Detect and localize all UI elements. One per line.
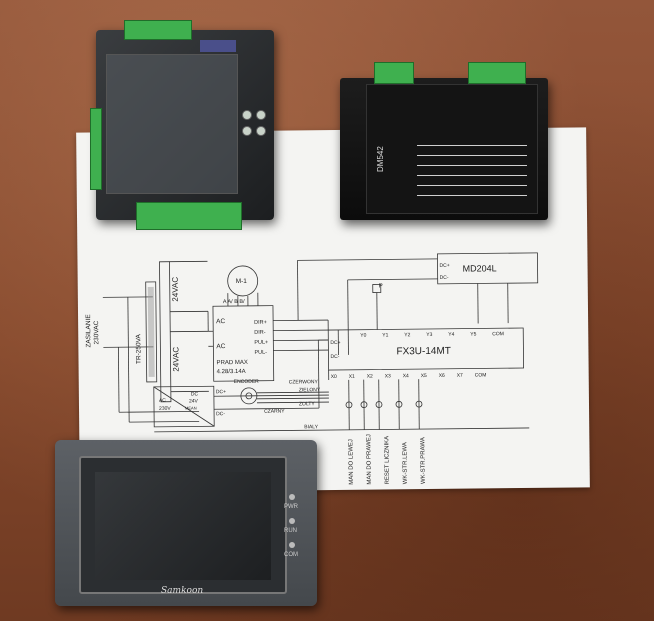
- plc-output-pin: COM: [492, 331, 504, 337]
- plc-screw: [242, 126, 252, 136]
- supply-label-1: ZASILANIE: [85, 314, 92, 348]
- hmi-panel: Samkoon PWR RUN COM: [55, 440, 317, 606]
- psu-dc3: MEAN: [185, 405, 197, 410]
- serial-port: [200, 40, 236, 52]
- psu-dc-plus: DC+: [216, 389, 226, 395]
- driver-dir-minus: DIR-: [254, 330, 266, 336]
- plc-label: FX3U-14MT: [396, 346, 451, 358]
- wire-white: BIALY: [304, 424, 319, 430]
- psu-dc-minus: DC-: [216, 411, 225, 417]
- wire-black: CZARNY: [264, 409, 285, 415]
- plc-side-terminal: [90, 108, 102, 190]
- stepper-driver: DM542: [340, 62, 548, 220]
- led-run: [289, 518, 295, 524]
- driver-pul-plus: PUL+: [254, 340, 268, 346]
- plc-transparent-cover: [106, 54, 238, 194]
- display-pin1: DC+: [440, 263, 450, 269]
- plc-output-pin: Y1: [382, 332, 388, 338]
- driver-ac1: AC: [216, 318, 225, 325]
- wire-yellow: ZOLTY: [299, 401, 315, 407]
- driver-current-1: PRAD MAX: [217, 360, 248, 366]
- supply-label-2: 230VAC: [93, 320, 100, 344]
- plc-input-pin: X3: [385, 373, 391, 379]
- encoder-label: ENCODER: [234, 379, 259, 385]
- transformer-out-bottom: 24VAC: [171, 347, 180, 372]
- plc-output-pin: Y5: [470, 331, 476, 337]
- button-label: MAN DO PRAWEJ: [366, 434, 373, 485]
- button-label: MAN DO LEWEJ: [348, 439, 354, 485]
- driver-pul-minus: PUL-: [254, 350, 267, 356]
- psu-ac2: 230V: [159, 406, 171, 412]
- transformer-core: [147, 286, 155, 377]
- plc-output-pin: Y4: [448, 332, 454, 338]
- wire-red: CZERWONY: [289, 379, 319, 385]
- plc-output-pin: Y3: [426, 332, 432, 338]
- motor-pins: A A/ B B/: [223, 299, 245, 305]
- plc-screw: [256, 126, 266, 136]
- psu-dc: DC: [191, 391, 199, 397]
- plc-input-pin: X6: [439, 373, 445, 379]
- driver-label-plate: [366, 84, 538, 214]
- driver-current-2: 4.28/3.14A: [217, 369, 246, 375]
- hmi-screen[interactable]: [95, 472, 271, 580]
- button-label: WK-STR.LEWA: [402, 442, 408, 484]
- led-com: [289, 542, 295, 548]
- wire-green: ZIELONY: [299, 387, 321, 393]
- plc-input-pin: X2: [367, 374, 373, 380]
- driver-terminal-right: [468, 62, 526, 84]
- led-pwr: [289, 494, 295, 500]
- button-label: WK-STR.PRAWA: [420, 437, 426, 484]
- plc-input-pin: X0: [331, 374, 337, 380]
- led-run-label: RUN: [284, 528, 297, 534]
- plc-input-pin: X1: [349, 374, 355, 380]
- plc-top-terminal: [124, 20, 192, 40]
- plc-module: [90, 20, 274, 230]
- plc-input-pin: X4: [403, 373, 409, 379]
- plc-input-pin: COM: [475, 372, 487, 378]
- led-com-label: COM: [284, 552, 298, 558]
- plc-output-pin: Y0: [360, 333, 366, 339]
- driver-ac2: AC: [216, 343, 225, 350]
- hmi-brand: Samkoon: [161, 586, 204, 596]
- led-pwr-label: PWR: [284, 504, 298, 510]
- transformer-label: TR-250VA: [135, 333, 142, 364]
- driver-model: DM542: [376, 146, 385, 172]
- psu-dc2: 24V: [189, 398, 199, 404]
- button-label: RESET LICZNIKA: [384, 436, 391, 485]
- plc-screw: [242, 110, 252, 120]
- motor-label: M-1: [236, 278, 248, 285]
- relay-label: P: [379, 283, 383, 289]
- plc-screw: [256, 110, 266, 120]
- plc-input-pin: X5: [421, 373, 427, 379]
- plc-output-pin: Y2: [404, 332, 410, 338]
- driver-dir-plus: DIR+: [254, 320, 267, 326]
- plc-bottom-terminal: [136, 202, 242, 230]
- wiring-diagram: ZASILANIE 230VAC TR-250VA 24VAC 24VAC M-…: [85, 252, 539, 485]
- psu-ac: AC: [159, 398, 166, 404]
- schematic-sheet: ZASILANIE 230VAC TR-250VA 24VAC 24VAC M-…: [76, 127, 590, 493]
- hmi-bezel: [79, 456, 287, 594]
- plc-input-pin: X7: [457, 373, 463, 379]
- display-label: MD204L: [463, 263, 497, 273]
- plc-dc-minus: DC-: [330, 354, 339, 360]
- driver-terminal-left: [374, 62, 414, 84]
- plc-dc-plus: DC+: [330, 340, 340, 346]
- transformer-out-top: 24VAC: [171, 277, 180, 302]
- display-pin2: DC-: [440, 275, 449, 281]
